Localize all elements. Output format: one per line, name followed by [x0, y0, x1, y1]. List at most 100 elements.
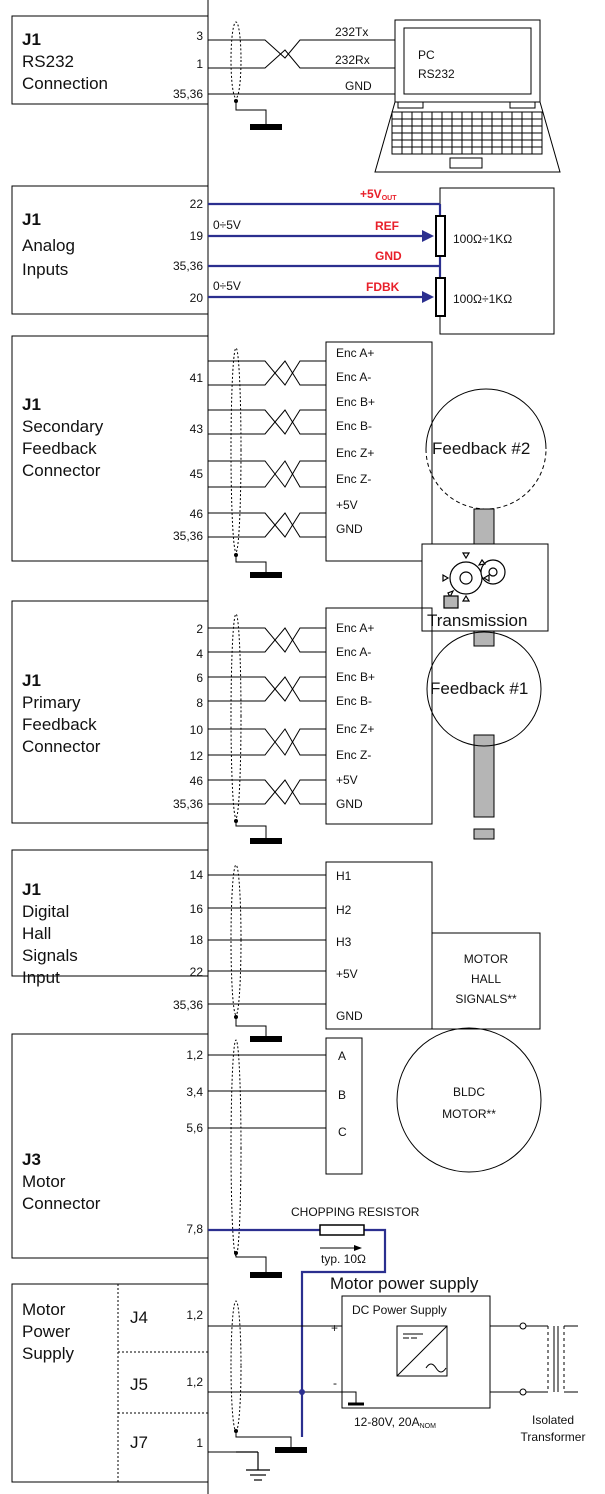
rs232-signal-gnd: GND	[345, 79, 372, 93]
analog-title: Analog	[22, 236, 75, 255]
motor-hall-label-1: MOTOR	[464, 952, 509, 966]
secondary-pin-1: 41	[190, 371, 204, 385]
pri-signal-gnd: GND	[336, 797, 363, 811]
dc-converter-icon	[396, 1325, 448, 1377]
secondary-encoder-box	[325, 341, 433, 562]
motor-shield	[230, 1039, 242, 1257]
motor-power-supply-label: Motor power supply	[330, 1274, 479, 1293]
power-title: Motor	[22, 1300, 66, 1319]
hall-signal-5v: +5V	[336, 967, 358, 981]
primary-title-3: Connector	[22, 737, 101, 756]
rs232-title-2: Connection	[22, 74, 108, 93]
primary-pin-2: 4	[196, 647, 203, 661]
power-title-2: Power	[22, 1322, 71, 1341]
secondary-pin-2: 43	[190, 422, 204, 436]
analog-title-2: Inputs	[22, 260, 68, 279]
rs232-block	[11, 15, 209, 105]
motor-pin-1: 1,2	[186, 1048, 203, 1062]
dc-plus-label: +	[331, 1321, 338, 1335]
secondary-pin-4: 46	[190, 507, 204, 521]
motor-block	[11, 1033, 209, 1259]
motor-j-label: J3	[22, 1150, 41, 1169]
bldc-motor-circle	[396, 1027, 542, 1173]
primary-pin-4: 8	[196, 696, 203, 710]
chopping-value: typ. 10Ω	[321, 1252, 366, 1266]
hall-pin-1: 14	[190, 868, 204, 882]
primary-shield	[230, 613, 242, 819]
analog-pin-2: 19	[190, 229, 204, 243]
feedback-1-label: Feedback #1	[430, 679, 528, 698]
secondary-feedback-section: J1 Secondary Feedback Connector 41 43 45…	[11, 335, 549, 840]
power-section: Motor Power Supply J4 J5 J7 1,2 1,2 1 Mo…	[11, 1274, 585, 1483]
secondary-block	[11, 335, 209, 562]
rs232-shield	[230, 21, 242, 99]
chopping-resistor	[319, 1224, 365, 1236]
hall-signal-h1: H1	[336, 869, 352, 883]
hall-signal-h3: H3	[336, 935, 352, 949]
feedback-1-circle	[426, 631, 542, 747]
sec-signal-a-plus: Enc A+	[336, 346, 374, 360]
sec-signal-z-minus: Enc Z-	[336, 472, 371, 486]
pc-rs232-label: RS232	[418, 67, 455, 81]
analog-gnd-label: GND	[375, 249, 402, 263]
chopping-label: CHOPPING RESISTOR	[291, 1205, 420, 1219]
primary-pin-3: 6	[196, 671, 203, 685]
ground-symbol	[275, 1447, 307, 1453]
hall-title-2: Hall	[22, 924, 51, 943]
power-connector-j4: J4	[130, 1308, 148, 1327]
pot-ref	[435, 215, 446, 257]
sec-signal-z-plus: Enc Z+	[336, 446, 374, 460]
power-connector-j7: J7	[130, 1433, 148, 1452]
ground-symbol	[250, 1272, 282, 1278]
hall-pin-4: 22	[190, 965, 204, 979]
chopping-junction	[299, 1389, 305, 1395]
secondary-j-label: J1	[22, 395, 41, 414]
sec-signal-b-plus: Enc B+	[336, 395, 375, 409]
hall-pin-5: 35,36	[173, 998, 203, 1012]
pri-signal-a-plus: Enc A+	[336, 621, 374, 635]
pri-signal-z-minus: Enc Z-	[336, 748, 371, 762]
power-wires	[208, 1325, 342, 1453]
motor-hall-label-3: SIGNALS**	[455, 992, 517, 1006]
secondary-pin-3: 45	[190, 467, 204, 481]
motor-title: Motor	[22, 1172, 66, 1191]
motor-wires	[208, 1054, 326, 1129]
secondary-pin-5: 35,36	[173, 529, 203, 543]
primary-feedback-section: J1 Primary Feedback Connector 2 4 6 8 10…	[11, 600, 542, 844]
pot-ref-value: 100Ω÷1KΩ	[453, 232, 512, 246]
motor-phase-c: C	[338, 1125, 347, 1139]
analog-range-2: 0÷5V	[213, 279, 241, 293]
power-block	[11, 1283, 209, 1483]
motor-phase-box	[325, 1037, 363, 1175]
rs232-pin-1: 3	[196, 29, 203, 43]
hall-wires	[208, 874, 326, 1005]
analog-fdbk-label: FDBK	[366, 280, 400, 294]
dc-rating: 12-80V, 20ANOM	[354, 1415, 436, 1430]
primary-wires	[208, 627, 326, 805]
secondary-title-3: Connector	[22, 461, 101, 480]
transmission-label: Transmission	[427, 611, 527, 630]
primary-pin-7: 46	[190, 774, 204, 788]
motor-pin-2: 3,4	[186, 1085, 203, 1099]
primary-block	[11, 600, 209, 824]
power-connector-j5: J5	[130, 1375, 148, 1394]
hall-signal-gnd: GND	[336, 1009, 363, 1023]
hall-title-4: Input	[22, 968, 60, 987]
secondary-wires	[208, 360, 326, 538]
power-pin-j5: 1,2	[186, 1375, 203, 1389]
earth-ground-icon	[236, 1451, 270, 1481]
primary-title: Primary	[22, 693, 81, 712]
hall-j-label: J1	[22, 880, 41, 899]
transformer-label-1: Isolated	[532, 1413, 574, 1427]
pri-signal-z-plus: Enc Z+	[336, 722, 374, 736]
motor-phase-b: B	[338, 1088, 346, 1102]
pri-signal-a-minus: Enc A-	[336, 645, 371, 659]
pri-signal-b-plus: Enc B+	[336, 670, 375, 684]
rs232-pin-2: 1	[196, 57, 203, 71]
sec-signal-gnd: GND	[336, 522, 363, 536]
motor-hall-label-2: HALL	[471, 972, 501, 986]
primary-pin-5: 10	[190, 723, 204, 737]
power-shield	[230, 1300, 242, 1432]
bldc-label-1: BLDC	[453, 1085, 485, 1099]
